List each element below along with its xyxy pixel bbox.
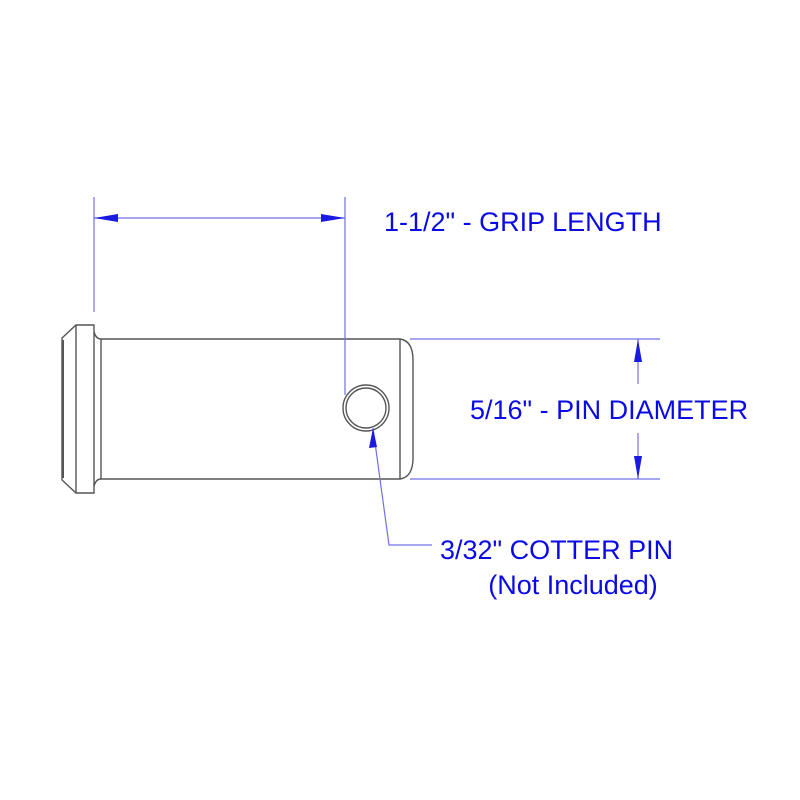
grip-arrow-right [321, 214, 345, 222]
cotter-pin-note: (Not Included) [488, 570, 658, 600]
pin-shank [93, 331, 414, 487]
pin-head [61, 324, 95, 494]
diameter-arrow-up [634, 339, 642, 362]
cotter-leader-line [372, 427, 432, 546]
cotter-hole-inner [345, 387, 387, 429]
cotter-leader-arrow [369, 428, 377, 448]
cotter-pin-label: 3/32" COTTER PIN [440, 535, 673, 565]
diameter-arrow-down [634, 456, 642, 479]
dimensions [93, 197, 660, 546]
arrowheads [94, 214, 642, 479]
grip-length-label: 1-1/2" - GRIP LENGTH [384, 207, 662, 237]
cotter-hole-outer [342, 384, 390, 432]
clevis-pin [61, 324, 414, 494]
pin-diameter-label: 5/16" - PIN DIAMETER [470, 395, 748, 425]
grip-arrow-left [94, 214, 118, 222]
